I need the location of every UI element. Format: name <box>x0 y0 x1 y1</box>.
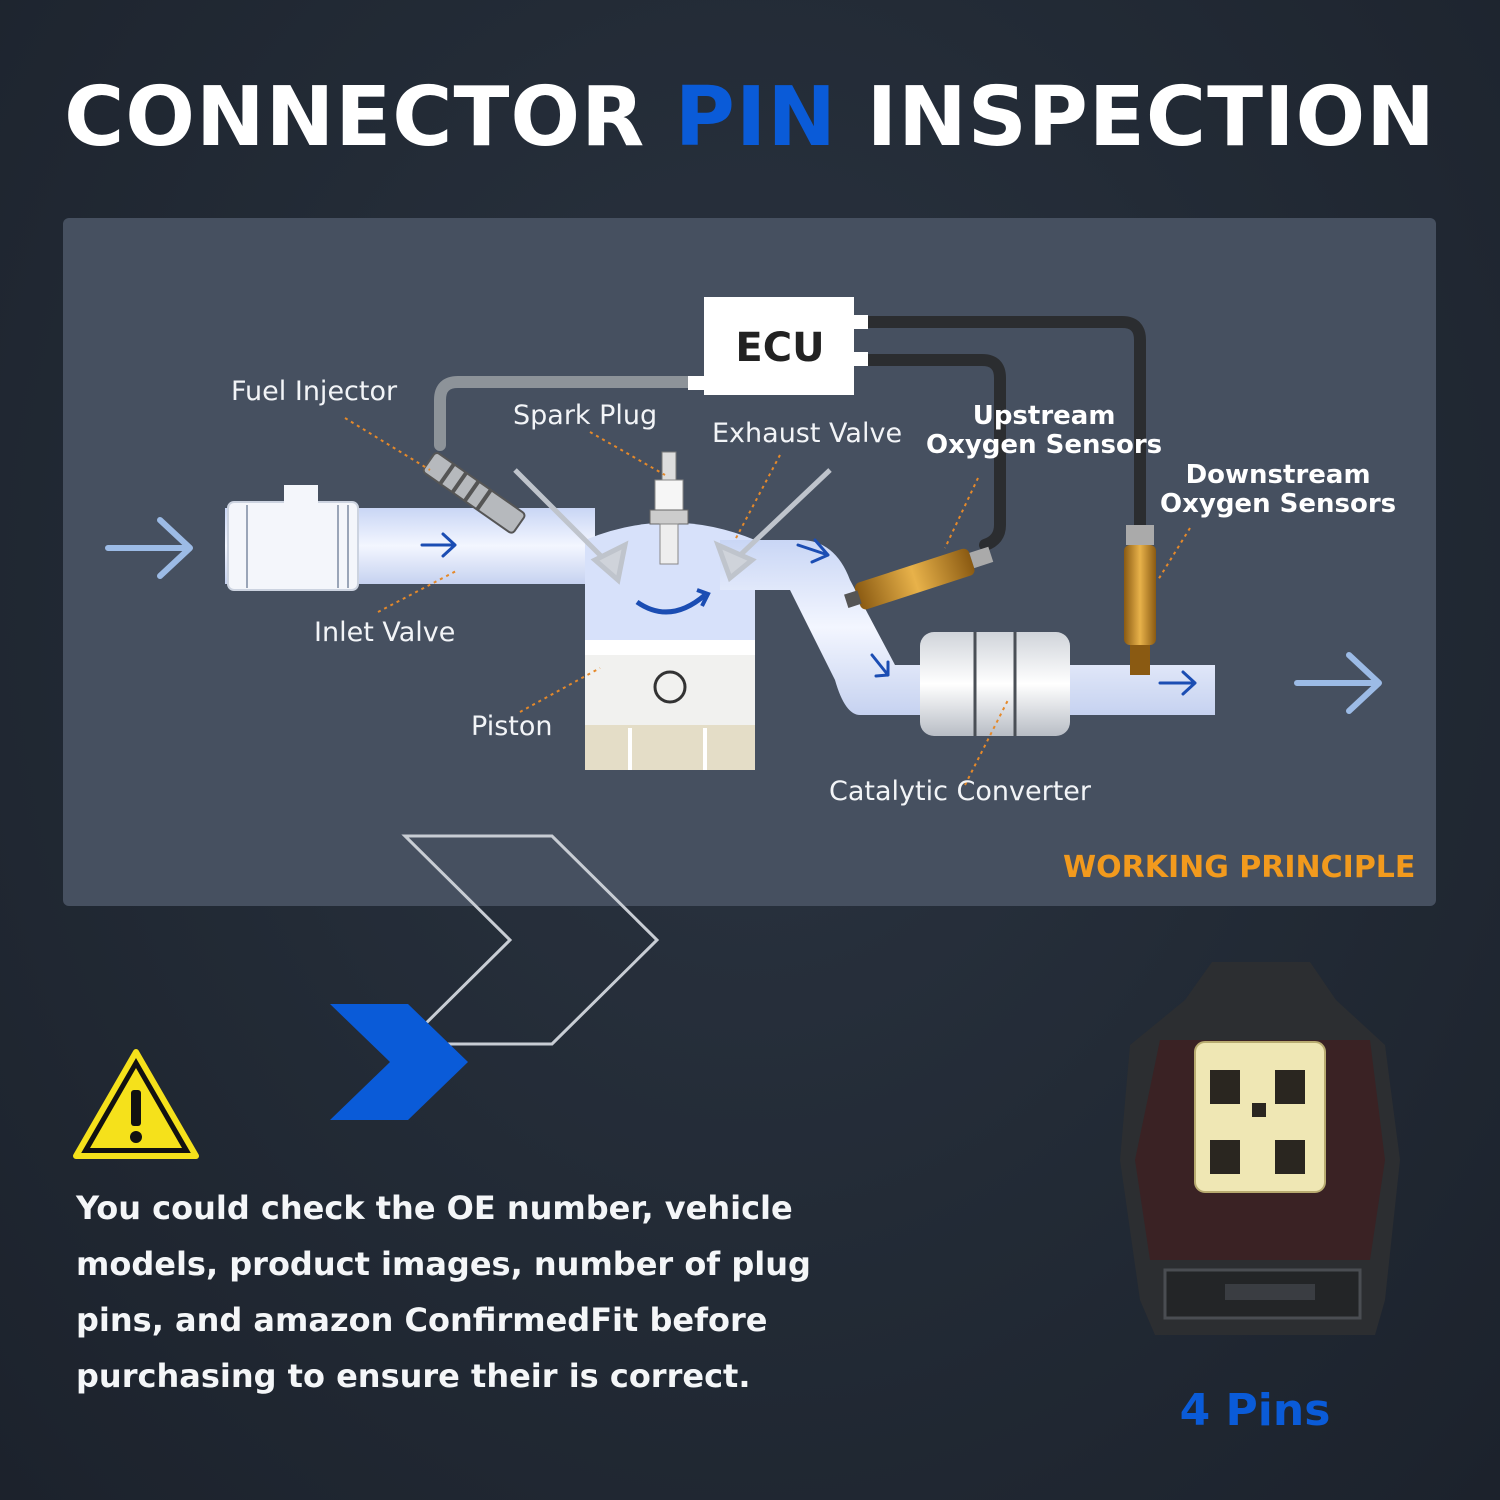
ecu-wires <box>434 316 1146 551</box>
connector-4pin-image <box>1120 962 1400 1335</box>
valves <box>513 468 832 585</box>
exhaust-valve-label: Exhaust Valve <box>712 418 903 449</box>
downstream-sensor-label: Downstream Oxygen Sensors <box>1160 460 1397 519</box>
ecu-label: ECU <box>735 325 825 371</box>
flow-arrows <box>105 517 1382 714</box>
ecu-box <box>704 297 854 395</box>
pins-label: 4 Pins <box>1179 1385 1331 1436</box>
chevron-right-icon <box>330 1004 468 1120</box>
title-part-2: INSPECTION <box>837 70 1436 165</box>
inspection-note: You could check the OE number, vehicle m… <box>76 1189 811 1395</box>
downstream-sensor-part <box>1124 525 1156 675</box>
cylinder <box>585 522 755 770</box>
title-highlight: PIN <box>674 70 838 165</box>
outflow-arrow-icon <box>1294 652 1382 714</box>
fuel-injector-part <box>422 452 526 534</box>
catalytic-converter-body <box>920 632 1070 736</box>
page-title: CONNECTOR PIN INSPECTION <box>0 70 1500 165</box>
fuel-injector-label: Fuel Injector <box>231 376 398 407</box>
piston-label: Piston <box>471 711 553 742</box>
spark-plug-label: Spark Plug <box>513 400 658 431</box>
working-principle-caption: WORKING PRINCIPLE <box>1063 850 1416 885</box>
upstream-sensor-label: Upstream Oxygen Sensors <box>926 401 1163 460</box>
title-part-1: CONNECTOR <box>64 70 675 165</box>
intake-pipe <box>225 485 595 591</box>
warning-triangle-icon <box>73 1049 199 1159</box>
upstream-sensor-part <box>844 546 994 610</box>
outline-chevron-icon <box>401 834 660 1046</box>
inlet-valve-label: Inlet Valve <box>314 617 456 648</box>
piston-pin <box>653 670 687 704</box>
exhaust-pipe <box>720 540 1215 736</box>
spark-plug-part <box>649 451 689 565</box>
inflow-arrow-icon <box>105 517 193 579</box>
leader-lines <box>344 417 1191 786</box>
catalytic-converter-label: Catalytic Converter <box>829 776 1091 807</box>
